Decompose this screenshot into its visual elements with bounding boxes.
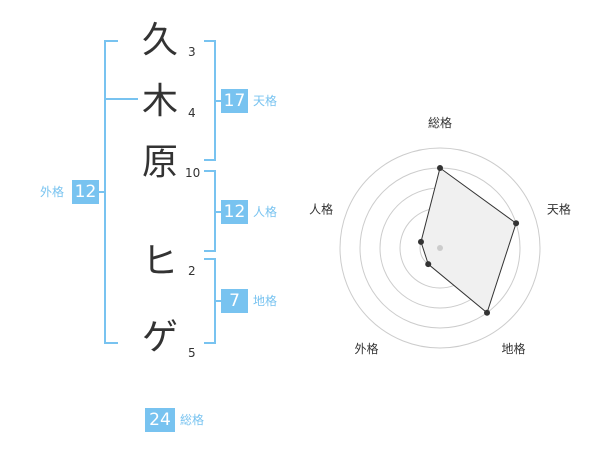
- radar-axis-label-4: 外格: [355, 341, 379, 356]
- radar-point-2: [513, 220, 520, 227]
- tenkaku-value: 17: [221, 89, 248, 113]
- radar-center-dot: [437, 245, 443, 251]
- soukaku-label: 総格: [180, 413, 205, 427]
- stroke-count-4: 2: [188, 264, 196, 278]
- name-char-2: 木: [141, 81, 178, 122]
- stroke-count-1: 3: [188, 45, 196, 59]
- chikaku-connector: [215, 300, 221, 302]
- stroke-count-5: 5: [188, 346, 196, 360]
- gaikaku-bracket: [104, 40, 118, 344]
- radar-point-5: [417, 238, 424, 245]
- gaikaku-label: 外格: [40, 185, 65, 199]
- radar-axis-label-2: 天格: [547, 201, 571, 216]
- jinkaku-connector: [215, 211, 221, 213]
- tenkaku-label: 天格: [253, 94, 278, 108]
- stroke-count-2: 4: [188, 106, 196, 120]
- chikaku-value: 7: [221, 289, 248, 313]
- radar-point-4: [425, 261, 432, 268]
- radar-points: [417, 165, 520, 316]
- radar-axis-label-3: 地格: [501, 341, 525, 356]
- gaikaku-connector: [98, 191, 104, 193]
- gaikaku-bracket-tick: [106, 98, 138, 100]
- stroke-count-3: 10: [185, 166, 201, 180]
- name-char-3: 原: [141, 142, 178, 183]
- radar-axis-label-1: 総格: [428, 115, 452, 130]
- radar-axis-label-5: 人格: [309, 201, 333, 216]
- radar-area: [420, 167, 517, 314]
- name-char-4: ヒ: [141, 241, 178, 282]
- name-char-5: ゲ: [141, 317, 178, 358]
- soukaku-value: 24: [145, 408, 175, 432]
- chikaku-label: 地格: [253, 294, 278, 308]
- radar-point-1: [437, 165, 443, 171]
- tenkaku-connector: [215, 100, 221, 102]
- radar-ring-5: [339, 147, 541, 349]
- gaikaku-value: 12: [72, 180, 99, 204]
- jinkaku-value: 12: [221, 200, 248, 224]
- radar-point-3: [484, 309, 491, 316]
- name-char-1: 久: [141, 20, 178, 61]
- jinkaku-label: 人格: [253, 205, 278, 219]
